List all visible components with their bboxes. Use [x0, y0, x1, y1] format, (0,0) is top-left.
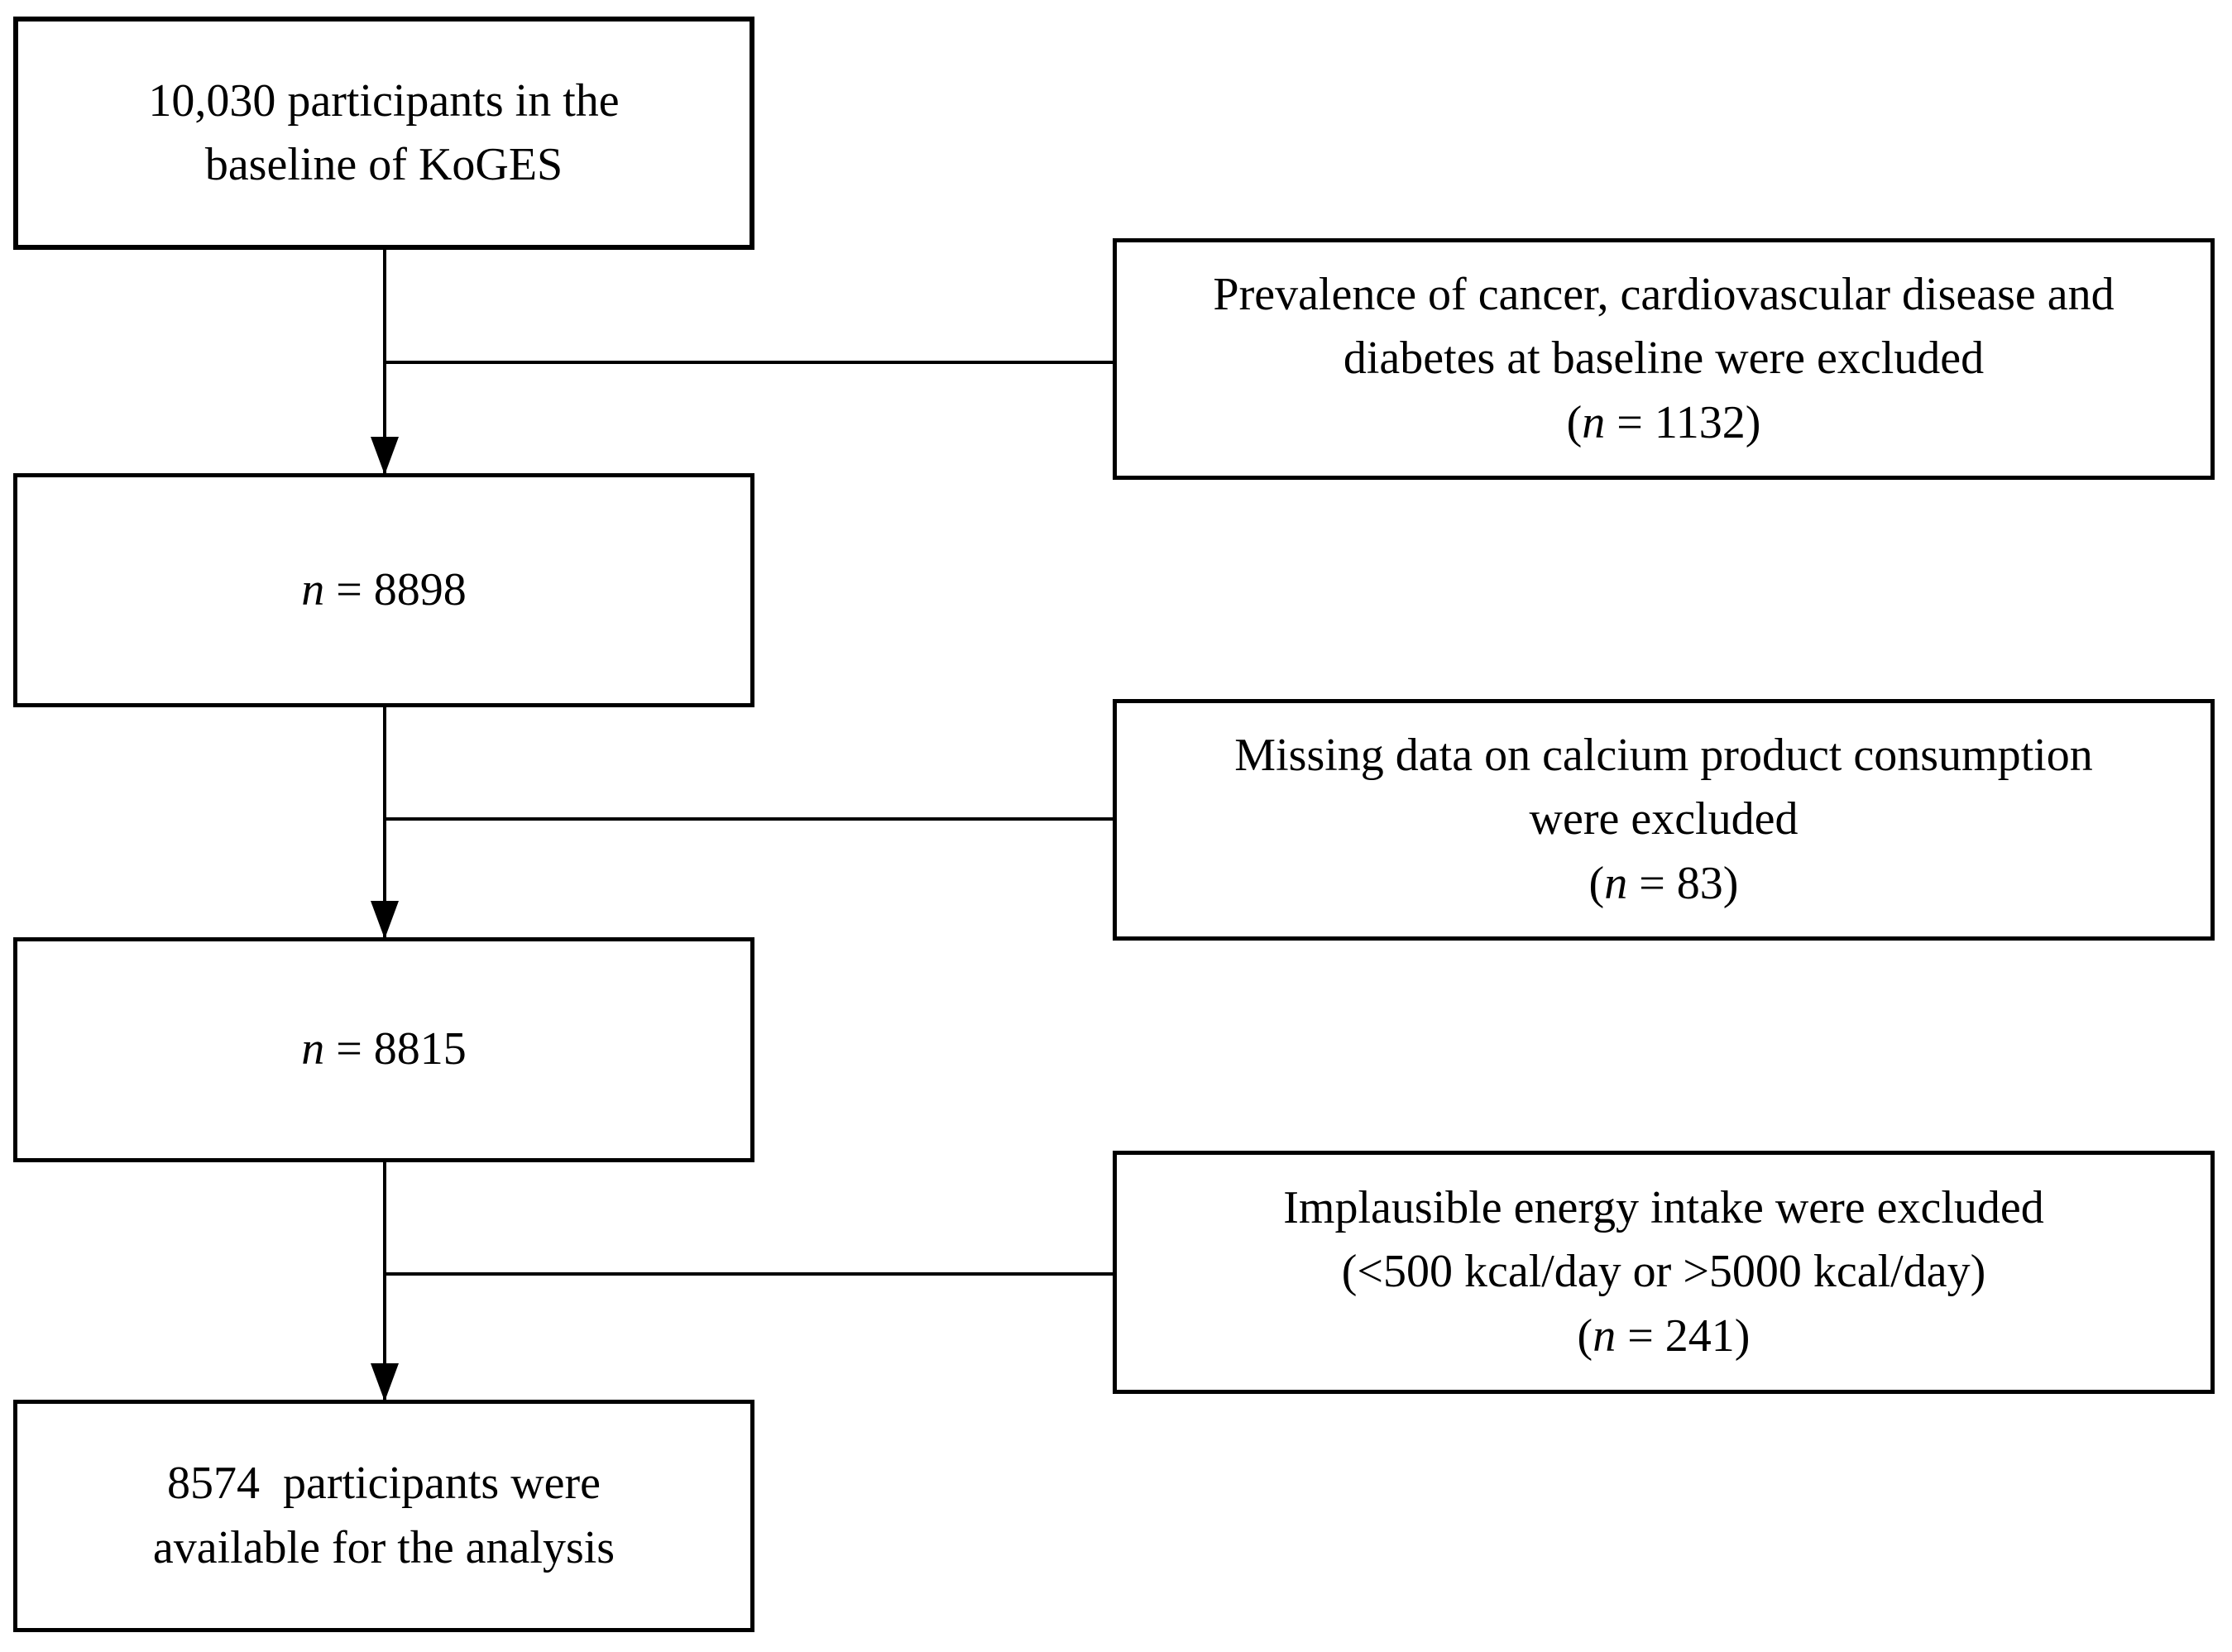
connector-vertical-3 — [383, 1162, 386, 1400]
exclusion1-n-var: n — [1582, 396, 1606, 448]
exclusion2-n-var: n — [1604, 857, 1628, 909]
box-baseline-line-1: 10,030 participants in the — [148, 74, 620, 127]
final-line-1: 8574 participants were — [166, 1458, 601, 1510]
exclusion2-line-2: were excluded — [1529, 793, 1799, 845]
exclusion2-n-pre: ( — [1588, 857, 1605, 909]
exclusion3-n-pre: ( — [1577, 1310, 1593, 1362]
exclusion3-n-post: = 241) — [1616, 1310, 1751, 1362]
exclusion2-n-post: = 83) — [1627, 857, 1739, 909]
final-line-2: available for the analysis — [152, 1521, 615, 1573]
box-count-8815: n = 8815 — [13, 937, 754, 1162]
box-final-sample: 8574 participants were available for the… — [13, 1400, 754, 1632]
box-baseline-line-2: baseline of KoGES — [204, 139, 563, 190]
box-baseline-participants: 10,030 participants in the baseline of K… — [13, 17, 754, 250]
count2-n-var: n — [301, 1023, 325, 1075]
connector-branch-2 — [383, 817, 1113, 821]
box-exclusion-implausible-energy: Implausible energy intake were excluded … — [1113, 1151, 2215, 1394]
count1-n-value: = 8898 — [324, 563, 467, 615]
arrowhead-down-2 — [371, 901, 399, 939]
arrowhead-down-1 — [371, 437, 399, 475]
count1-n-var: n — [301, 563, 325, 615]
exclusion3-n-var: n — [1593, 1310, 1617, 1362]
box-exclusion-missing-data: Missing data on calcium product consumpt… — [1113, 699, 2215, 941]
box-count-8898: n = 8898 — [13, 473, 754, 707]
box-exclusion-prevalence: Prevalence of cancer, cardiovascular dis… — [1113, 238, 2215, 480]
count2-text: n = 8815 — [301, 1018, 467, 1081]
exclusion1-n-pre: ( — [1566, 396, 1583, 448]
count2-n-value: = 8815 — [324, 1023, 467, 1075]
exclusion3-line-1: Implausible energy intake were excluded — [1283, 1182, 2044, 1234]
exclusion1-line-2: diabetes at baseline were excluded — [1343, 333, 1985, 385]
exclusion3-n-count: (n = 241) — [1578, 1305, 1751, 1368]
connector-branch-3 — [383, 1272, 1113, 1276]
exclusion1-n-count: (n = 1132) — [1567, 391, 1761, 455]
connector-branch-1 — [383, 361, 1113, 364]
count1-text: n = 8898 — [301, 558, 467, 622]
connector-vertical-2 — [383, 707, 386, 937]
exclusion1-n-post: = 1132) — [1605, 396, 1761, 448]
exclusion3-line-2: (<500 kcal/day or >5000 kcal/day) — [1341, 1246, 1986, 1298]
exclusion2-n-count: (n = 83) — [1589, 852, 1739, 916]
arrowhead-down-3 — [371, 1363, 399, 1401]
exclusion2-line-1: Missing data on calcium product consumpt… — [1234, 730, 2093, 782]
exclusion1-line-1: Prevalence of cancer, cardiovascular dis… — [1213, 269, 2115, 321]
